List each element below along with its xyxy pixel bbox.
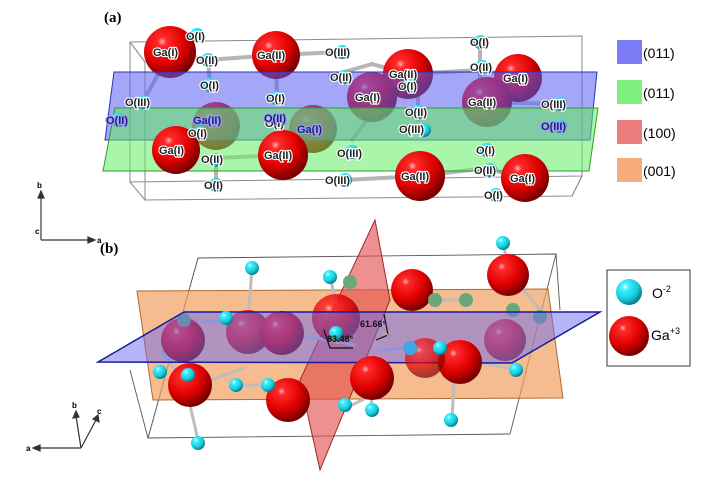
atom-label: O(II) <box>330 72 352 84</box>
ga-atoms-front-a <box>152 126 549 202</box>
axis-triad-b <box>31 409 100 452</box>
atom-labels-a: Ga(I) O(I) O(II) O(I) Ga(II) O(III) O(II… <box>105 30 568 203</box>
atom-label: Ga(I) <box>510 173 535 185</box>
ga-atom <box>350 356 394 400</box>
axis-b-label-a: b <box>37 181 42 190</box>
atom-label: Ga(II) <box>264 150 292 162</box>
panel-a-label: (a) <box>104 10 122 26</box>
gallium-charge: +3 <box>670 326 680 336</box>
ga-atom <box>487 254 529 296</box>
atom-label: O(I) <box>484 190 503 202</box>
gallium-symbol: Ga <box>651 327 670 343</box>
panel-b-label: (b) <box>100 241 118 257</box>
plane-legend-item: (011) <box>617 40 675 64</box>
plane-011-green-a <box>102 107 599 172</box>
atom-label: O(I) <box>188 128 207 140</box>
atom-label: O(II) <box>106 115 128 127</box>
atom-label: O(III) <box>125 97 150 109</box>
atom-label: O(II) <box>264 113 286 125</box>
atom-label: O(III) <box>399 124 424 136</box>
ga-atom <box>395 151 445 201</box>
ga-atom <box>391 269 433 311</box>
atom-label: Ga(I) <box>153 47 178 59</box>
oxygen-symbol: O <box>652 285 663 301</box>
atom-label: O(III) <box>325 47 350 59</box>
atom-label: Ga(II) <box>468 97 496 109</box>
atom-label: O(III) <box>337 148 362 160</box>
axis-a-label-a: a <box>97 236 102 245</box>
ga-atom <box>152 126 200 174</box>
angle-label-61: 61.66° <box>360 319 387 329</box>
atom-label: O(II) <box>196 55 218 67</box>
plane-swatch-011-green <box>617 80 642 104</box>
atom-label: O(III) <box>541 99 566 111</box>
atom-label: Ga(I) <box>159 145 184 157</box>
axis-c-label-b: c <box>97 407 102 416</box>
atom-label: Ga(II) <box>401 171 429 183</box>
atom-legend: O-2 Ga+3 <box>606 269 691 367</box>
angle-markers <box>323 313 389 349</box>
axis-triad-a <box>37 189 97 244</box>
ga-atom <box>168 363 212 407</box>
plane-label: (100) <box>643 125 676 141</box>
ga-atom <box>252 31 300 79</box>
o-atoms-b <box>153 236 523 450</box>
panel-a: (a) <box>35 10 599 245</box>
oxygen-legend-label: O-2 <box>652 284 671 301</box>
atom-label: O(I) <box>476 145 495 157</box>
plane-label: (001) <box>643 163 676 179</box>
atom-label: O(II) <box>470 62 492 74</box>
atom-label: Ga(II) <box>257 50 285 62</box>
plane-swatch-100 <box>617 120 642 144</box>
plane-legend-item: (001) <box>617 158 676 182</box>
plane-swatch-011-blue <box>617 40 642 64</box>
atom-label: O(I) <box>200 80 219 92</box>
plane-legend-item: (100) <box>617 120 676 144</box>
atom-label: O(II) <box>405 107 427 119</box>
atom-label: O(I) <box>266 93 285 105</box>
oxygen-charge: -2 <box>663 284 671 294</box>
atom-label: O(I) <box>204 180 223 192</box>
atoms-b-front <box>168 338 482 422</box>
ga-atom <box>501 154 549 202</box>
ga-atom <box>144 26 196 78</box>
oxygen-atom-swatch <box>616 279 642 305</box>
ga-atom <box>438 340 482 384</box>
atom-label: O(I) <box>398 81 417 93</box>
plane-legend-item: (011) <box>617 80 675 104</box>
ga-atom <box>258 130 308 180</box>
atom-label: O(III) <box>541 121 566 133</box>
atom-label: Ga(II) <box>193 115 221 127</box>
plane-label: (011) <box>643 45 675 61</box>
atom-label: Ga(II) <box>389 69 417 81</box>
atom-label: O(II) <box>474 165 496 177</box>
atom-label: Ga(I) <box>355 92 380 104</box>
ga-atom <box>266 378 310 422</box>
panel-b: (b) <box>26 218 603 472</box>
atom-label: Ga(I) <box>297 124 322 136</box>
axis-a-label-b: a <box>26 444 31 453</box>
o-atoms-a <box>111 28 567 202</box>
atom-label: O(I) <box>265 118 284 130</box>
atom-label: O(I) <box>186 31 205 43</box>
plane-legend: (011) (011) (100) (001) <box>617 40 676 182</box>
plane-swatch-001 <box>617 158 642 182</box>
axis-c-label-a: c <box>35 227 40 236</box>
gallium-atom-swatch <box>609 316 649 356</box>
atom-label: O(I) <box>470 37 489 49</box>
atom-label: Ga(I) <box>503 73 528 85</box>
atom-label: O(II) <box>201 154 223 166</box>
angle-label-83: 83.48° <box>327 334 354 344</box>
gallium-legend-label: Ga+3 <box>651 326 680 343</box>
atom-label: O(III) <box>325 175 350 187</box>
axis-b-label-b: b <box>72 401 77 410</box>
plane-label: (011) <box>643 85 675 101</box>
